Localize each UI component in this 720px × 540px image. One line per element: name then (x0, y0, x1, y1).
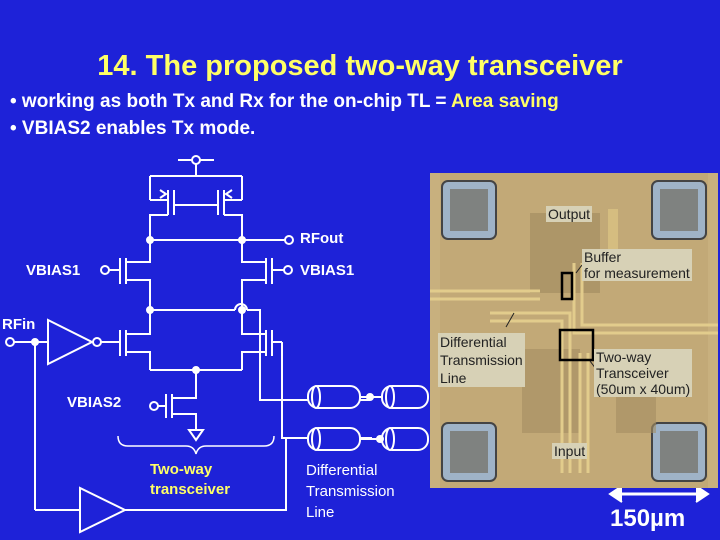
twoway-label-line3: (50um x 40um) (596, 381, 691, 397)
dtl-label-line3: Line (440, 370, 467, 386)
dtl-label-line1: Differential (440, 334, 507, 350)
twoway-label-line2: Transceiver (596, 365, 669, 381)
tl-caption-line1: Differential (306, 462, 378, 479)
twoway-label-line1: Two-way (596, 349, 652, 365)
input-label: Input (552, 443, 588, 459)
buffer-label-line2: for measurement (584, 265, 690, 281)
vbias1-right-label: VBIAS1 (300, 262, 355, 279)
chip-micrograph: Output Buffer for measurement Differenti… (430, 173, 718, 488)
tl-caption-line3: Line (306, 504, 335, 521)
slide-title: 14. The proposed two-way transceiver (97, 50, 623, 82)
tl-caption-line2: Transmission (306, 483, 395, 500)
bullet1-highlight: Area saving (451, 91, 559, 112)
rfin-label: RFin (2, 316, 36, 333)
buffer-label-line1: Buffer (584, 249, 622, 265)
dtl-label: Differential Transmission Line (438, 333, 525, 387)
brace-caption-line1: Two-way (150, 461, 213, 478)
dtl-label-line2: Transmission (440, 352, 523, 368)
brace-caption-line2: transceiver (150, 481, 231, 498)
buffer-label: Buffer for measurement (582, 249, 692, 281)
tl-caption: Differential Transmission Line (306, 460, 395, 523)
two-way-transceiver-caption: Two-way transceiver (150, 460, 230, 500)
bullet-area-saving: • working as both Tx and Rx for the on-c… (10, 91, 559, 113)
scale-bar-label: 150µm (610, 505, 686, 532)
bullet1-text: • working as both Tx and Rx for the on-c… (10, 91, 452, 112)
vbias2-label: VBIAS2 (67, 394, 122, 411)
rfout-label: RFout (300, 230, 344, 247)
two-way-transceiver-label: Two-way Transceiver (50um x 40um) (594, 349, 693, 397)
vbias1-left-label: VBIAS1 (26, 262, 81, 279)
output-label: Output (546, 206, 593, 222)
bullet-vbias2: • VBIAS2 enables Tx mode. (10, 118, 256, 139)
